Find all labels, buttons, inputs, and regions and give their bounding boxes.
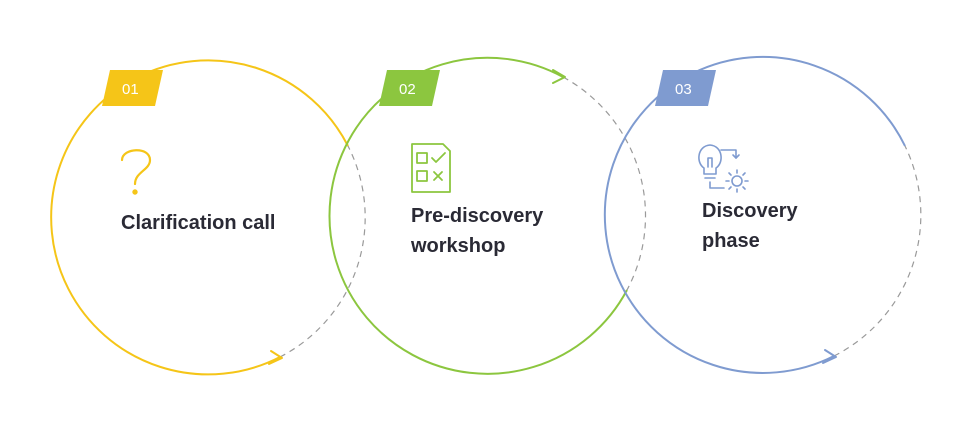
step-2-title-line1: Pre-discovery <box>411 205 544 227</box>
step-3-title-line2: phase <box>702 230 760 252</box>
checklist-icon <box>411 143 451 193</box>
step-3-arrow-icon <box>822 349 837 364</box>
step-2-arrow-icon <box>552 69 566 84</box>
step-1-arrow-icon <box>268 350 283 365</box>
step-3-title-line1: Discovery <box>702 200 798 222</box>
step-2-dashed-arc <box>562 76 647 291</box>
step-3-number: 03 <box>675 81 692 98</box>
step-3-badge <box>655 70 716 106</box>
step-2-title-line2: workshop <box>410 235 505 257</box>
step-1-badge <box>102 70 163 106</box>
step-3-dashed-arc <box>833 145 922 357</box>
question-mark-icon <box>120 149 152 195</box>
step-3: 03 Discovery phase <box>603 55 922 374</box>
step-2: 02 Pre-discovery workshop <box>328 56 647 375</box>
step-1: 01 Clarification call <box>50 59 366 376</box>
step-1-number: 01 <box>122 81 139 98</box>
lightbulb-gear-icon <box>698 144 749 193</box>
step-1-title: Clarification call <box>121 212 276 234</box>
step-1-dashed-arc <box>279 145 366 358</box>
step-2-badge <box>379 70 440 106</box>
step-1-circle <box>50 59 349 376</box>
step-2-number: 02 <box>399 81 416 98</box>
step-2-circle <box>328 56 628 375</box>
step-3-circle <box>603 55 906 374</box>
